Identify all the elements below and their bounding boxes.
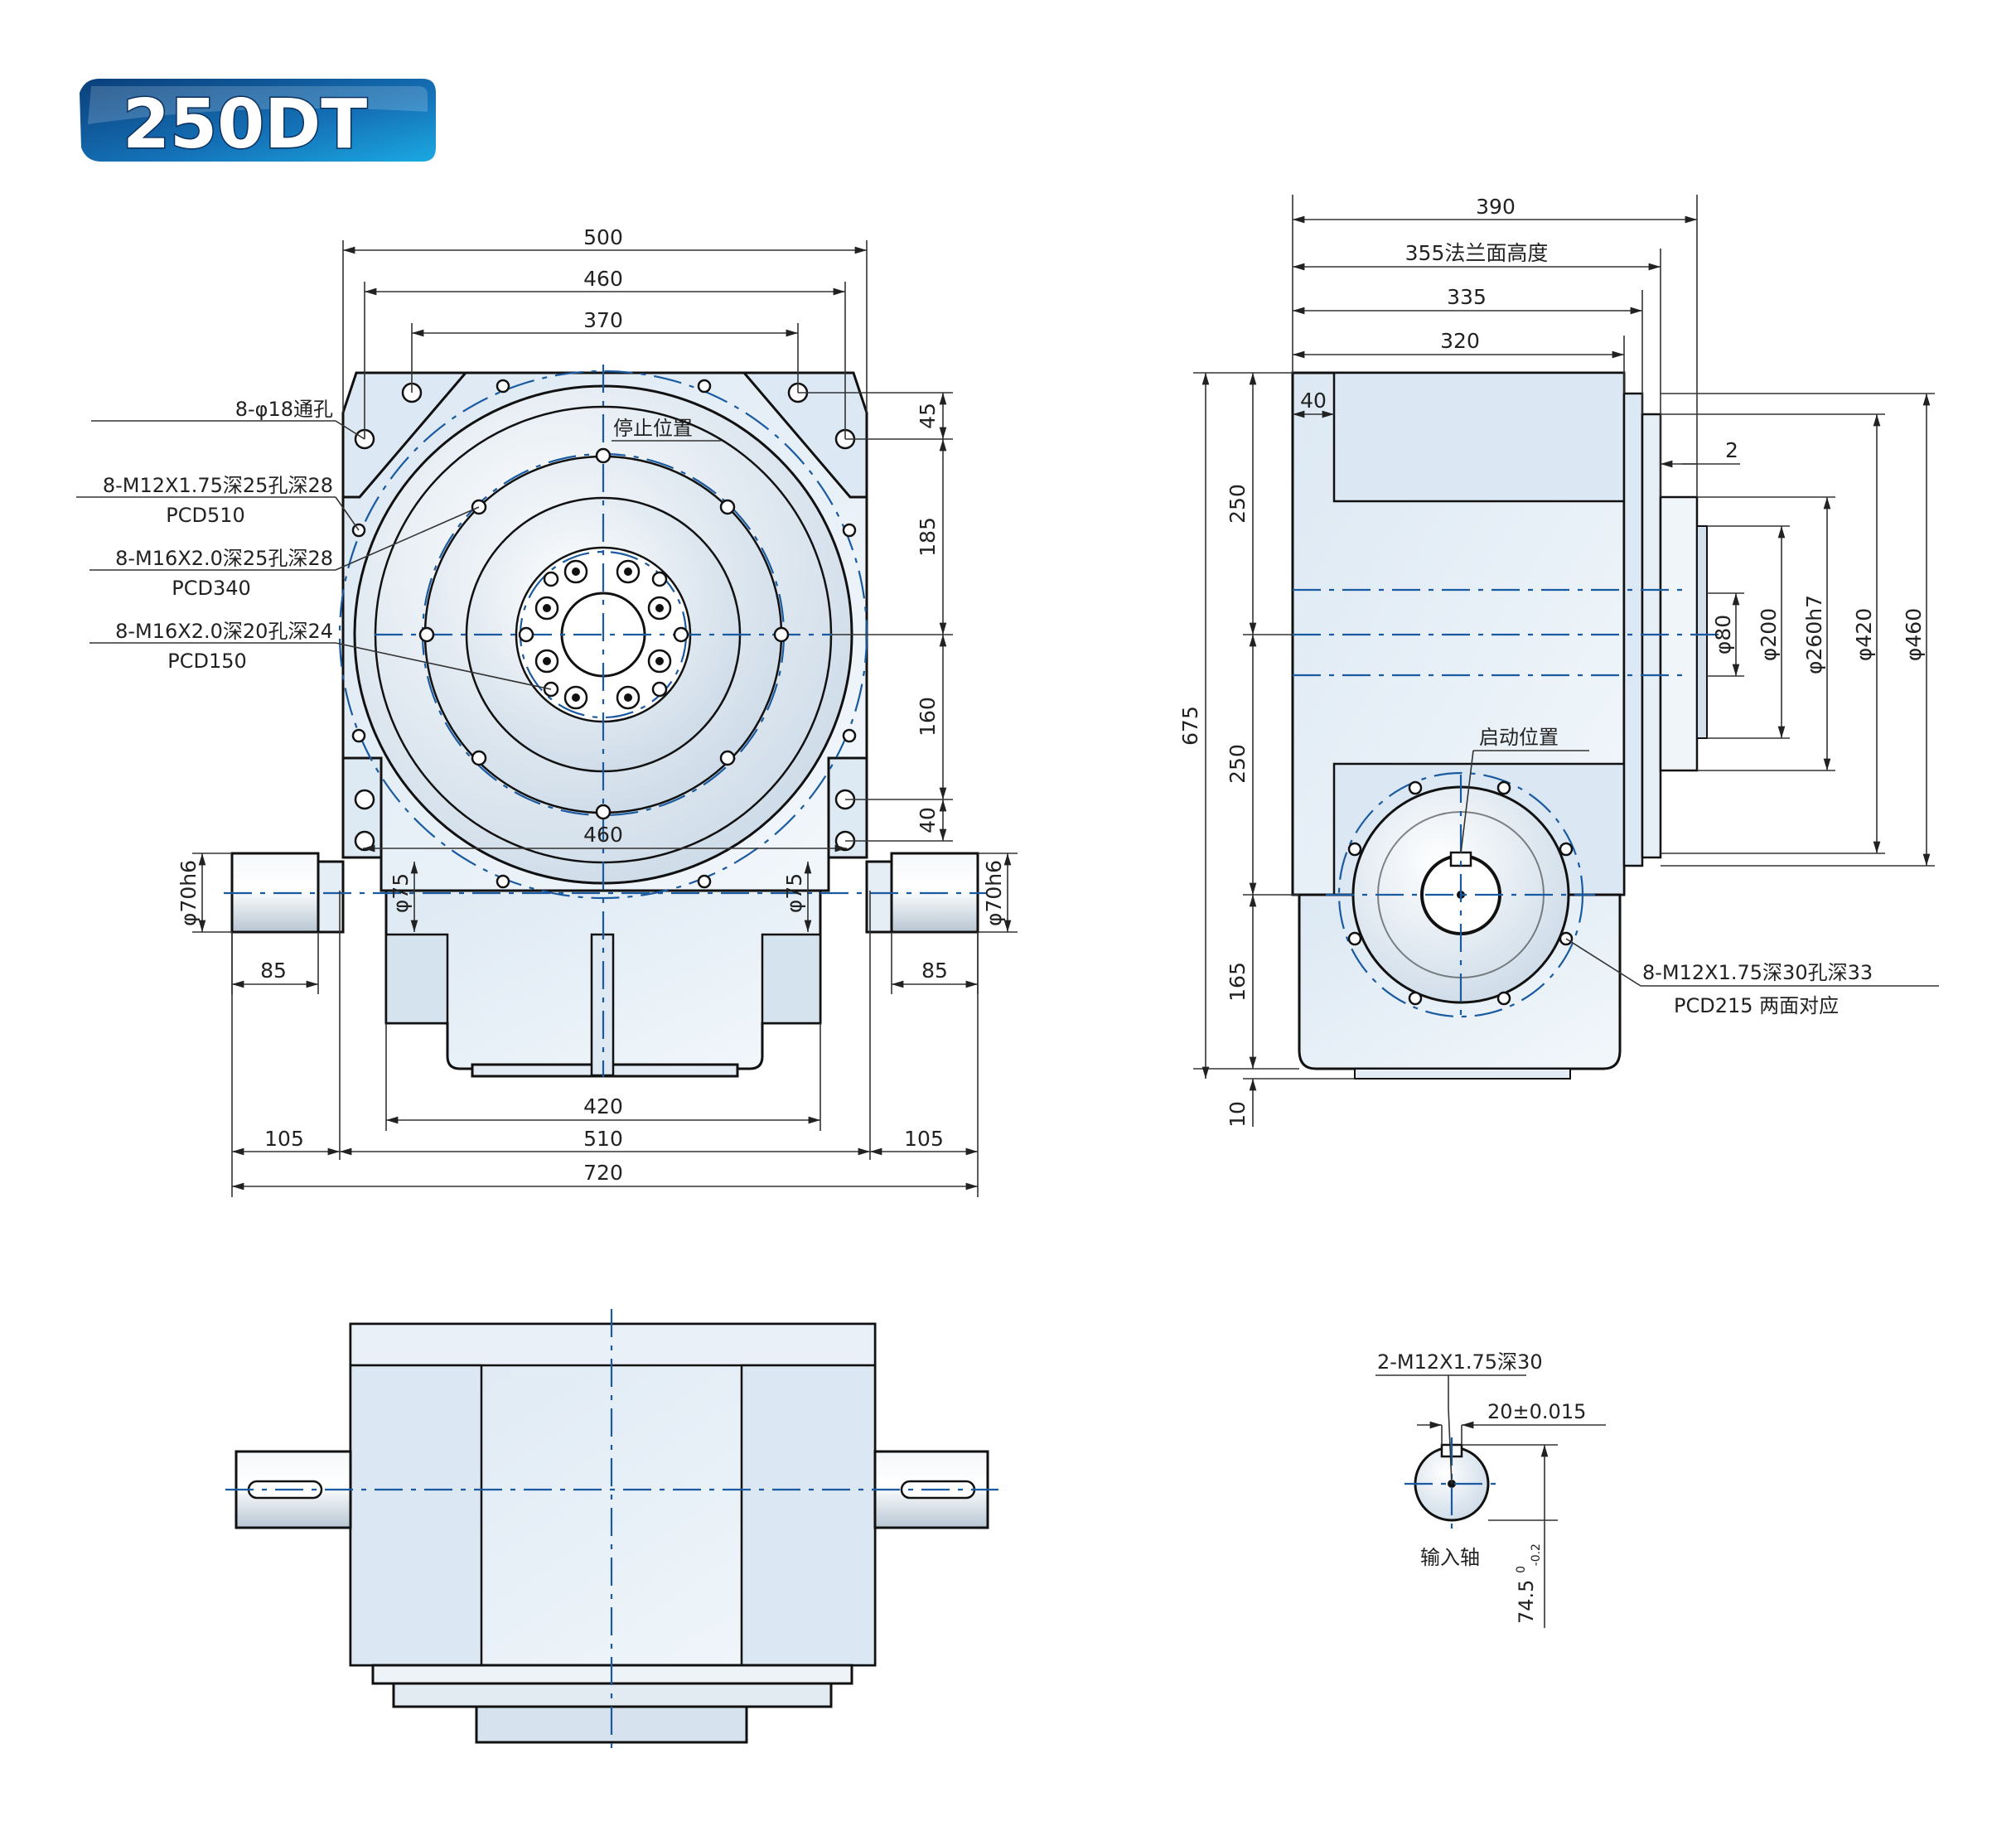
dim-390: 390 [1476,195,1516,219]
detail-key-width: 20±0.015 [1487,1400,1586,1423]
note-pcd215: PCD215 两面对应 [1674,994,1839,1017]
note-start-position: 启动位置 [1479,726,1559,749]
dim-10: 10 [1226,1101,1250,1128]
dim-2: 2 [1725,438,1738,462]
detail-height-tol-upper: 0 [1515,1566,1528,1573]
dim-420: 420 [583,1094,623,1118]
detail-tapped-hole: 2-M12X1.75深30 [1377,1350,1543,1374]
dim-460: 460 [583,267,623,291]
top-view [225,1309,998,1752]
dim-160: 160 [916,697,940,737]
dim-40-side: 40 [1300,389,1327,413]
dim-460-inner: 460 [583,823,623,847]
note-pcd510: PCD510 [166,504,245,527]
dim-370: 370 [583,308,623,332]
dim-250-top: 250 [1226,484,1250,524]
note-pcd340: PCD340 [172,577,251,600]
dim-510: 510 [583,1127,623,1151]
dim-355-flange-height: 355法兰面高度 [1405,241,1549,265]
detail-height-value: 74.5 [1515,1580,1538,1624]
note-stop-position: 停止位置 [613,417,693,440]
dim-phi70h6-right: φ70h6 [982,860,1006,926]
detail-height-tol-lower: -0.2 [1530,1543,1543,1566]
dim-250-bottom: 250 [1226,744,1250,784]
model-title: 250DT [123,85,367,164]
pcd340-holes [418,447,790,820]
note-m12-thread: 8-M12X1.75深25孔深28 [103,474,333,497]
dim-phi75-left: φ75 [389,873,413,913]
side-view: 390 355法兰面高度 335 320 40 2 250 250 165 10… [1178,195,1939,1128]
dim-105-right: 105 [904,1127,944,1151]
side-flange-holes [1347,780,1574,1006]
dim-phi70h6-left: φ70h6 [176,860,201,926]
dim-675: 675 [1178,706,1202,746]
pcd150-holes [518,559,689,710]
detail-height: 74.5 0 -0.2 [1506,1543,1543,1624]
shaft-detail: 2-M12X1.75深30 20±0.015 74.5 0 -0.2 输入轴 [1375,1350,1606,1628]
detail-input-shaft-label: 输入轴 [1420,1546,1480,1569]
dim-phi420: φ420 [1852,608,1876,661]
note-m12-thread-side: 8-M12X1.75深30孔深33 [1642,961,1873,984]
note-m16-thread-b: 8-M16X2.0深20孔深24 [115,620,333,643]
dim-320: 320 [1440,329,1480,353]
front-view: 500 460 370 45 185 160 40 460 φ70h6 [76,225,1018,1197]
note-through-hole: 8-φ18通孔 [235,398,333,421]
dim-105-left: 105 [264,1127,304,1151]
note-m16-thread-a: 8-M16X2.0深25孔深28 [115,547,333,570]
dim-phi200: φ200 [1757,608,1781,661]
dim-phi75-right: φ75 [782,873,806,913]
dim-85-right: 85 [921,959,948,983]
dim-720: 720 [583,1161,623,1185]
model-badge: 250DT [80,79,436,166]
dim-165: 165 [1226,962,1250,1002]
dim-phi460: φ460 [1902,608,1926,661]
dim-335: 335 [1447,285,1487,309]
dim-500: 500 [583,225,623,249]
pcd510-holes [351,379,857,889]
dim-40: 40 [916,807,940,833]
dim-85-left: 85 [260,959,287,983]
dim-phi80: φ80 [1711,615,1735,654]
note-pcd150: PCD150 [167,650,247,673]
dim-45: 45 [916,403,940,429]
dim-phi260h7: φ260h7 [1802,595,1826,674]
dim-185: 185 [916,517,940,557]
